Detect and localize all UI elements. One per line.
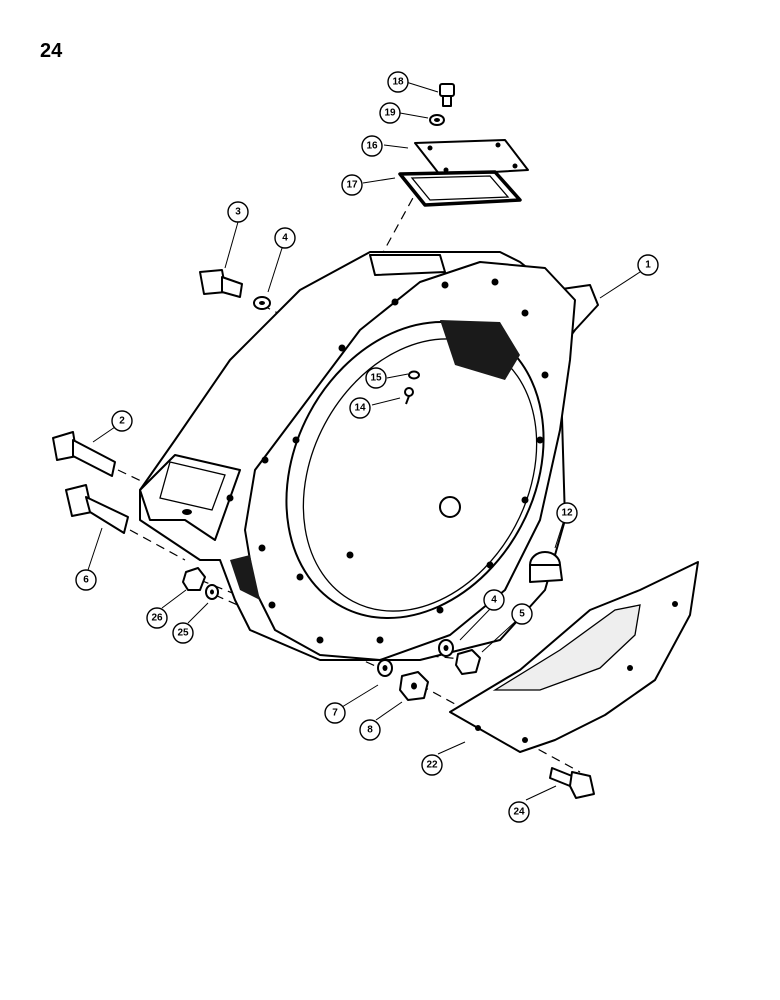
callout-label: 4: [491, 595, 497, 606]
callout-26: 26: [146, 607, 168, 629]
dowel-bolt: [52, 431, 116, 477]
callout-label: 5: [519, 609, 525, 620]
callout-label: 16: [366, 141, 378, 152]
callout-label: 1: [645, 260, 651, 271]
nut-lower: [399, 671, 429, 701]
callout-label: 26: [151, 613, 163, 624]
callout-8: 8: [359, 719, 381, 741]
callout-16: 16: [361, 135, 383, 157]
callout-label: 14: [354, 403, 366, 414]
washer-small: [205, 584, 219, 600]
socket-capscrew: [65, 484, 129, 534]
upper-bolt: [199, 269, 243, 298]
nut-right: [455, 649, 481, 675]
cover-lockwasher: [429, 114, 445, 126]
flange-holes: [226, 278, 549, 644]
callout-12: 12: [556, 502, 578, 524]
callout-4-lower: 4: [483, 589, 505, 611]
cover-plate: [414, 139, 529, 176]
callout-15: 15: [365, 367, 387, 389]
callout-22: 22: [421, 754, 443, 776]
callout-18: 18: [387, 71, 409, 93]
callout-14: 14: [349, 397, 371, 419]
callout-label: 3: [235, 207, 241, 218]
pipe-plug: [529, 551, 563, 583]
callout-label: 22: [426, 760, 438, 771]
flywheel-housing: [139, 251, 599, 661]
callout-5: 5: [511, 603, 533, 625]
callout-label: 17: [346, 180, 358, 191]
cover-bolt: [439, 83, 455, 107]
callout-6: 6: [75, 569, 97, 591]
callout-label: 7: [332, 708, 338, 719]
callout-19: 19: [379, 102, 401, 124]
callout-17: 17: [341, 174, 363, 196]
callout-label: 2: [119, 416, 125, 427]
cover-capscrew: [549, 767, 595, 799]
callout-label: 18: [392, 77, 404, 88]
cover-gasket: [398, 170, 522, 207]
callout-1: 1: [637, 254, 659, 276]
callout-label: 25: [177, 628, 189, 639]
washer-right: [438, 639, 454, 657]
callout-4-upper: 4: [274, 227, 296, 249]
callout-24: 24: [508, 801, 530, 823]
callout-label: 12: [561, 508, 573, 519]
callout-25: 25: [172, 622, 194, 644]
callout-2: 2: [111, 410, 133, 432]
upper-washer: [253, 296, 271, 310]
page-number: 24: [40, 40, 63, 62]
callout-label: 4: [282, 233, 288, 244]
callout-label: 15: [370, 373, 382, 384]
nut-small: [182, 567, 206, 591]
callout-label: 6: [83, 575, 89, 586]
inner-washer: [408, 370, 420, 380]
callout-label: 24: [513, 807, 525, 818]
callout-7: 7: [324, 702, 346, 724]
inner-screw: [404, 387, 414, 405]
leader-lines: [87, 81, 641, 801]
callout-3: 3: [227, 201, 249, 223]
callout-label: 8: [367, 725, 373, 736]
lockwasher-lower: [377, 659, 393, 677]
bottom-cover: [449, 561, 699, 753]
callout-label: 19: [384, 108, 396, 119]
